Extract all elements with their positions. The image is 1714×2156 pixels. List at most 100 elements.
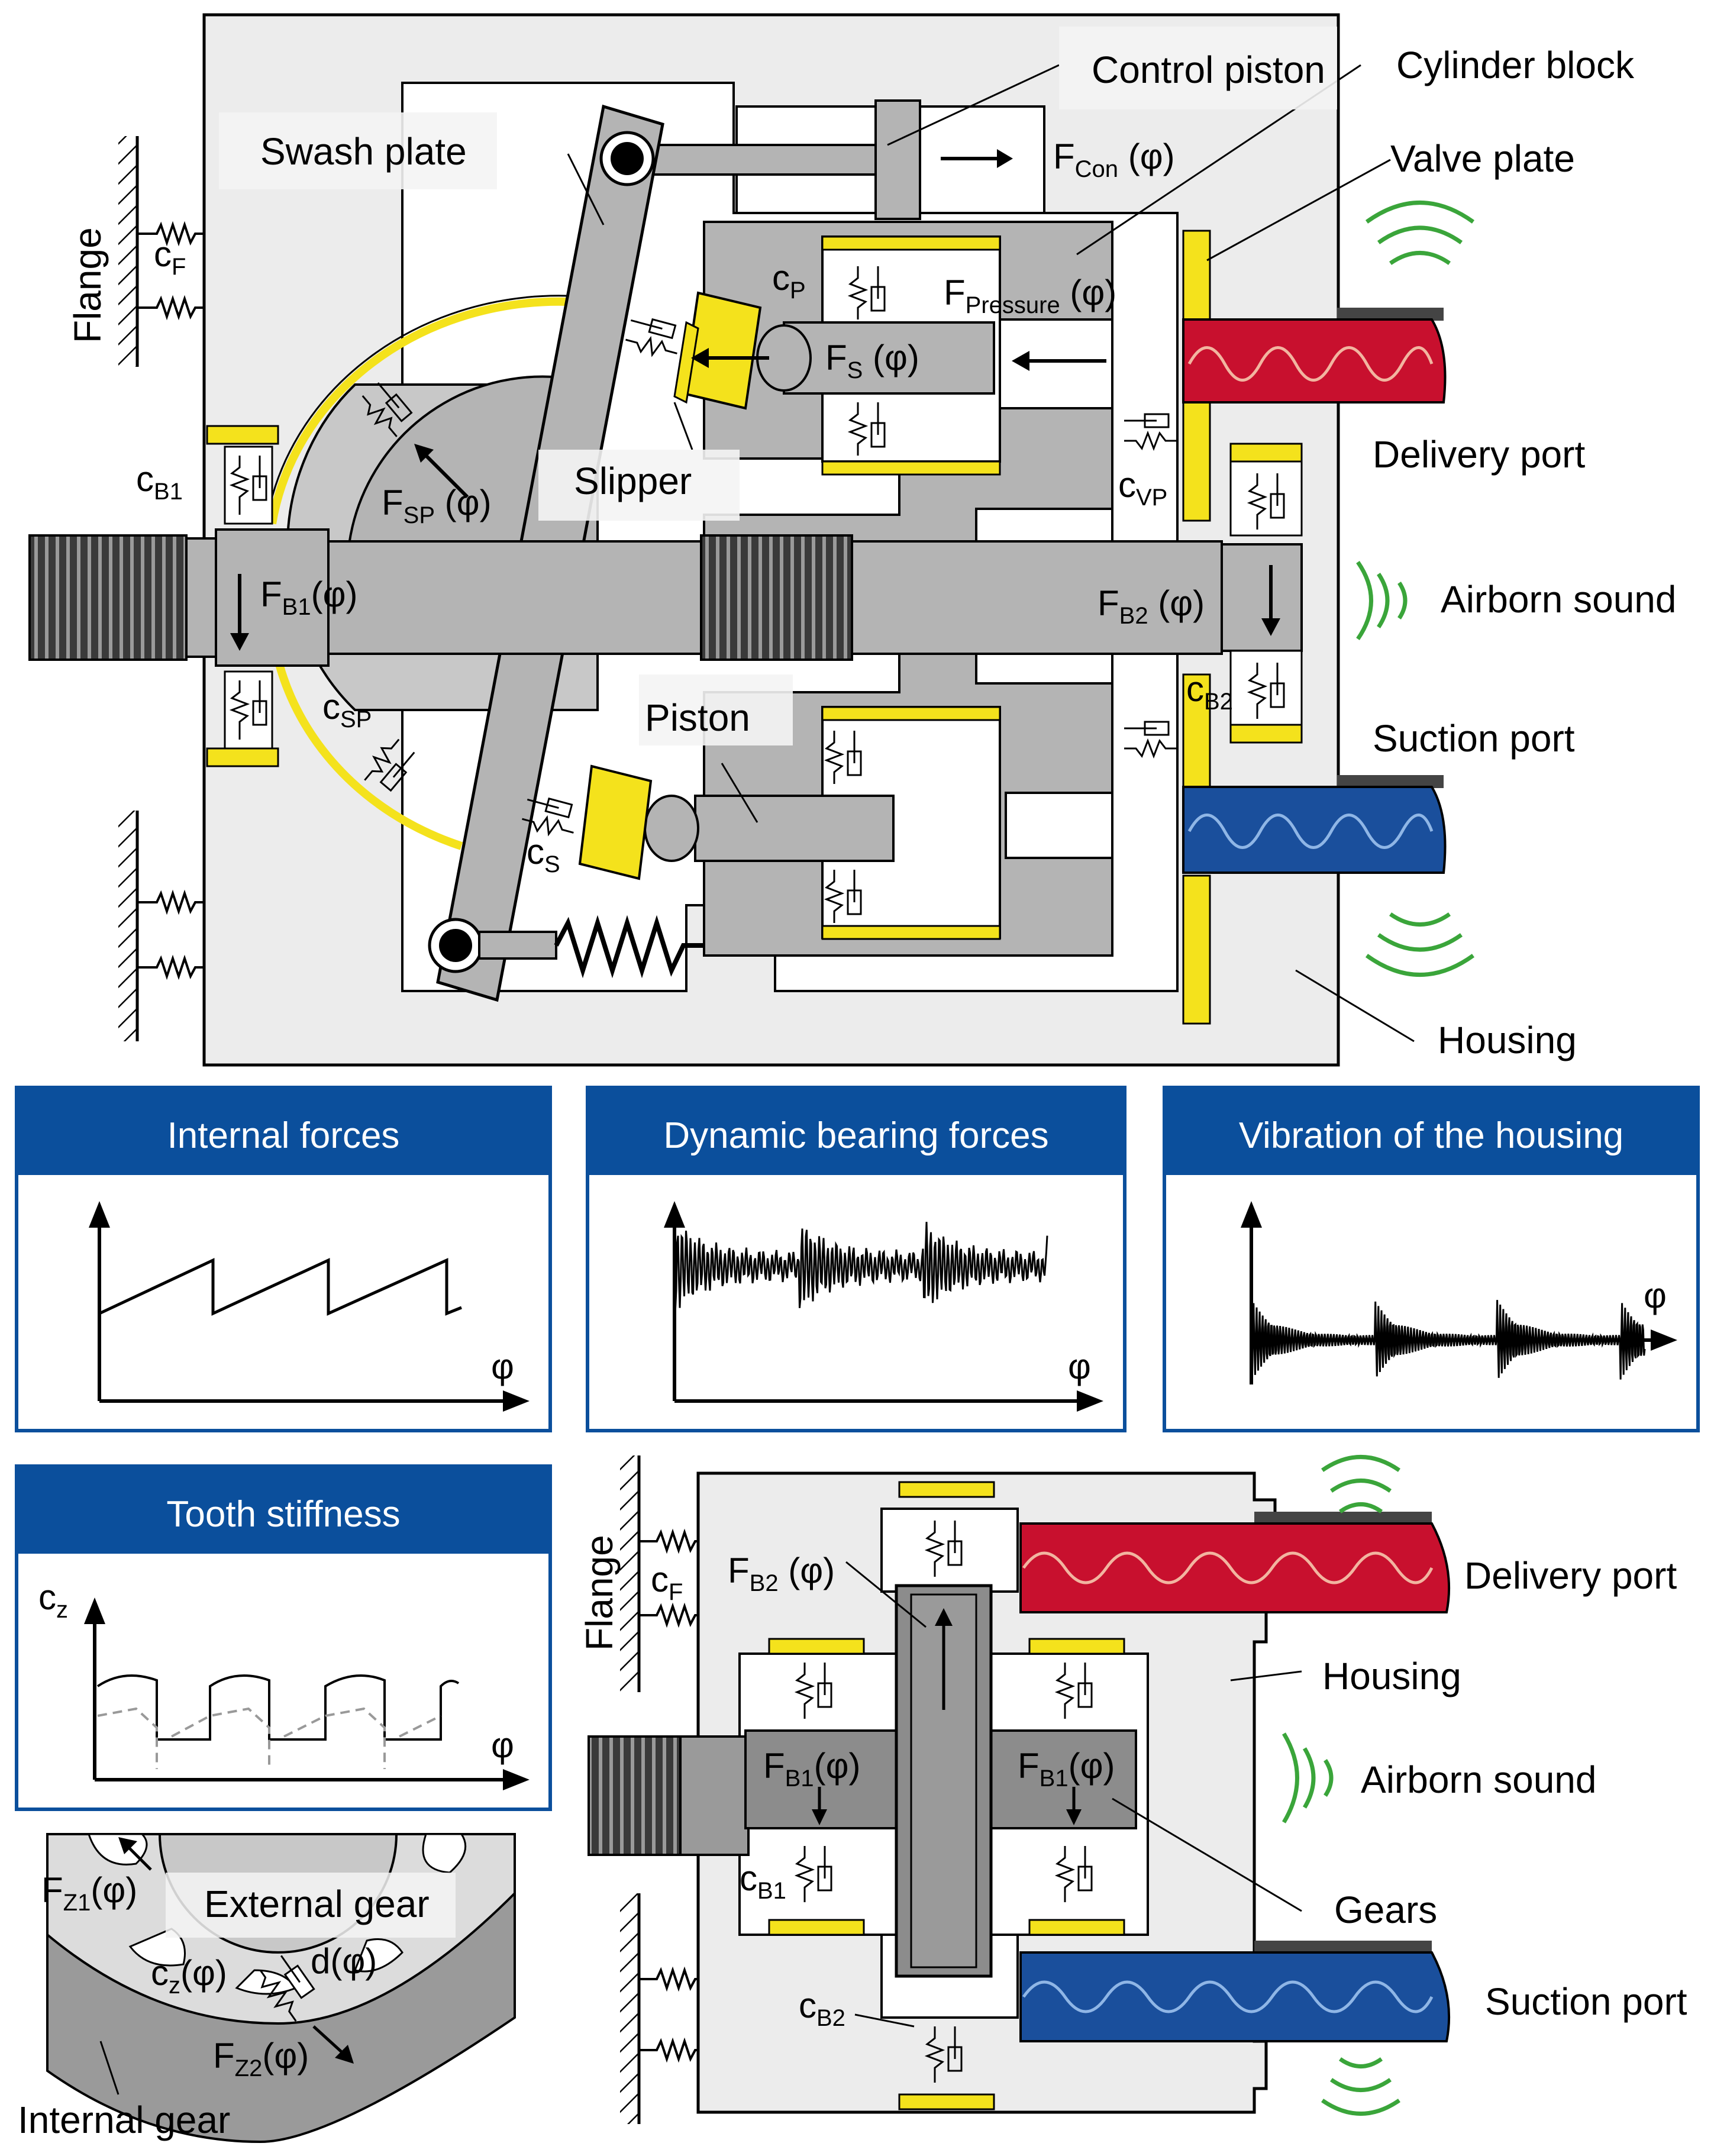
sound-waves-bottom [1365, 912, 1475, 977]
bearing-force-signal [673, 1222, 1048, 1309]
phi-vibration: φ [1644, 1276, 1667, 1315]
label-valve-plate: Valve plate [1390, 137, 1575, 180]
swash-bearing-ring [268, 297, 569, 525]
cylinder-bore-bottom-liner-b [821, 925, 1001, 940]
piston-lower [694, 795, 895, 862]
spring-damper-cp-lower-a [824, 731, 862, 784]
sym-f-b1-gp-left: FB1(φ) [763, 1746, 860, 1792]
sym-c-b2: cB2 [1186, 669, 1233, 715]
swash-bearing-ring-lower [268, 627, 463, 850]
panel-title-vibration-of-housing: Vibration of the housing [1239, 1115, 1623, 1156]
spring-damper-cb2-bottom [1247, 663, 1285, 719]
sym-c-z-phi: cz(φ) [151, 1953, 227, 1999]
slipper-lower [578, 764, 653, 880]
valve-plate-bottom [1182, 874, 1211, 1025]
mount-spring-1 [137, 221, 204, 247]
label-suction-port-gp: Suction port [1485, 1980, 1687, 2023]
cylinder-port-bottom [1005, 792, 1113, 859]
label-control-piston: Control piston [1092, 49, 1325, 91]
spring-damper-cvp-top [1124, 413, 1177, 451]
panel-internal-forces: Internal forces φ [15, 1086, 552, 1432]
label-airborn-sound-top: Airborn sound [1441, 578, 1676, 621]
gp-delivery-port [1019, 1522, 1451, 1613]
panel-title-dynamic-bearing-forces: Dynamic bearing forces [663, 1115, 1048, 1156]
sym-c-p: cP [772, 258, 806, 304]
sym-c-f-top: cF [154, 234, 186, 280]
bearing-cage-right-bottom [1229, 650, 1303, 726]
sym-c-b1-gp: cB1 [740, 1858, 786, 1904]
sym-f-s: FS (φ) [825, 338, 919, 383]
label-piston: Piston [645, 696, 750, 739]
cylinder-bore-top-liner-b [821, 460, 1001, 476]
label-flange-gear-pump: Flange [578, 1535, 621, 1651]
sym-c-f-gp: cF [651, 1560, 683, 1605]
bearing-cage-right-top [1229, 460, 1303, 537]
tooth-stiffness-solid [96, 1674, 460, 1741]
control-piston-label-bg [1059, 27, 1337, 109]
sound-waves-top [1365, 201, 1475, 265]
spring-rod [478, 931, 557, 960]
gp-mount-spring-2 [639, 1602, 698, 1628]
delivery-port-fluid [1182, 318, 1447, 404]
cylinder-port-top [999, 318, 1113, 409]
sym-c-b1: cB1 [136, 459, 183, 505]
internal-gear-leader [99, 2041, 120, 2095]
gp-suction-wave [1022, 1980, 1434, 2013]
cylinder-bore-top-liner [821, 235, 1001, 251]
label-housing-gp: Housing [1322, 1655, 1461, 1697]
sym-f-z2: FZ2(φ) [213, 2036, 309, 2081]
flange-hatch-bottom [118, 811, 137, 1041]
gear-pad-top [898, 1481, 995, 1498]
label-swash-plate: Swash plate [260, 130, 467, 173]
sym-f-pressure: FPressure (φ) [944, 273, 1116, 318]
gear-pump: Flange Delivery port Housing Airborn sou… [578, 1455, 1687, 2124]
swash-bearing-ring-outline [265, 295, 569, 524]
label-suction-port: Suction port [1373, 717, 1575, 760]
phi-tooth-stiffness: φ [491, 1725, 514, 1765]
slipper-upper-shoe [673, 321, 699, 404]
piston-label-bg [639, 674, 793, 745]
suction-pipe-top [1337, 775, 1444, 788]
bearing-pad-left-top [206, 425, 279, 445]
valve-plate-low [1182, 673, 1211, 794]
fz1-arrowhead [118, 1837, 137, 1854]
suction-port-fluid [1182, 786, 1447, 874]
label-internal-gear: Internal gear [18, 2099, 230, 2141]
label-flange: Flange [66, 227, 109, 343]
return-spring [554, 915, 710, 979]
spring-damper-cb1-bottom [224, 670, 273, 750]
swash-pivot-bottom-dot [439, 929, 472, 962]
gp-spline [588, 1735, 682, 1856]
slipper-label-bg [538, 450, 740, 521]
spring-damper-slipper-upper [625, 318, 677, 357]
gear-pad-left-bottom [768, 1919, 865, 1936]
mount-spring-4 [137, 954, 204, 980]
gp-fb1-right-arrowhead [1066, 1809, 1082, 1825]
gear-pad-left-top [768, 1638, 865, 1655]
gp-spring-damper-right-top [1054, 1663, 1093, 1719]
gp-spring-damper-left-top [794, 1663, 832, 1719]
sym-c-b2-gp: cB2 [799, 1986, 845, 2031]
gp-spring-damper-left-bottom [794, 1846, 832, 1902]
gp-mount-spring-1 [639, 1528, 698, 1554]
spring-damper-cp-bottom [847, 402, 886, 456]
sym-c-z-axis: cz [38, 1577, 68, 1623]
bearing-block-left [215, 528, 330, 667]
piston-upper-arrowhead [1012, 351, 1029, 371]
gp-fb1-left-arrowhead [812, 1809, 827, 1825]
phi-internal-forces: φ [491, 1347, 514, 1386]
swash-pivot-top-dot [611, 142, 644, 175]
gp-delivery-pipe-top [1254, 1512, 1432, 1524]
cylinder-bore-bottom-liner [821, 706, 1001, 721]
housing-vibration-signal [1250, 1300, 1646, 1380]
gp-shaft-collar [679, 1735, 750, 1856]
control-piston-arrowhead [997, 149, 1013, 168]
sym-f-z1: FZ1(φ) [41, 1870, 137, 1916]
gp-fb2-arrowhead [935, 1608, 953, 1626]
sawtooth-curve [98, 1258, 462, 1316]
sym-c-vp: cVP [1118, 465, 1167, 511]
shaft-collar-left [185, 537, 217, 658]
gp-sound-waves-mid [1282, 1732, 1334, 1823]
gp-mount-spring-4 [639, 2037, 698, 2063]
